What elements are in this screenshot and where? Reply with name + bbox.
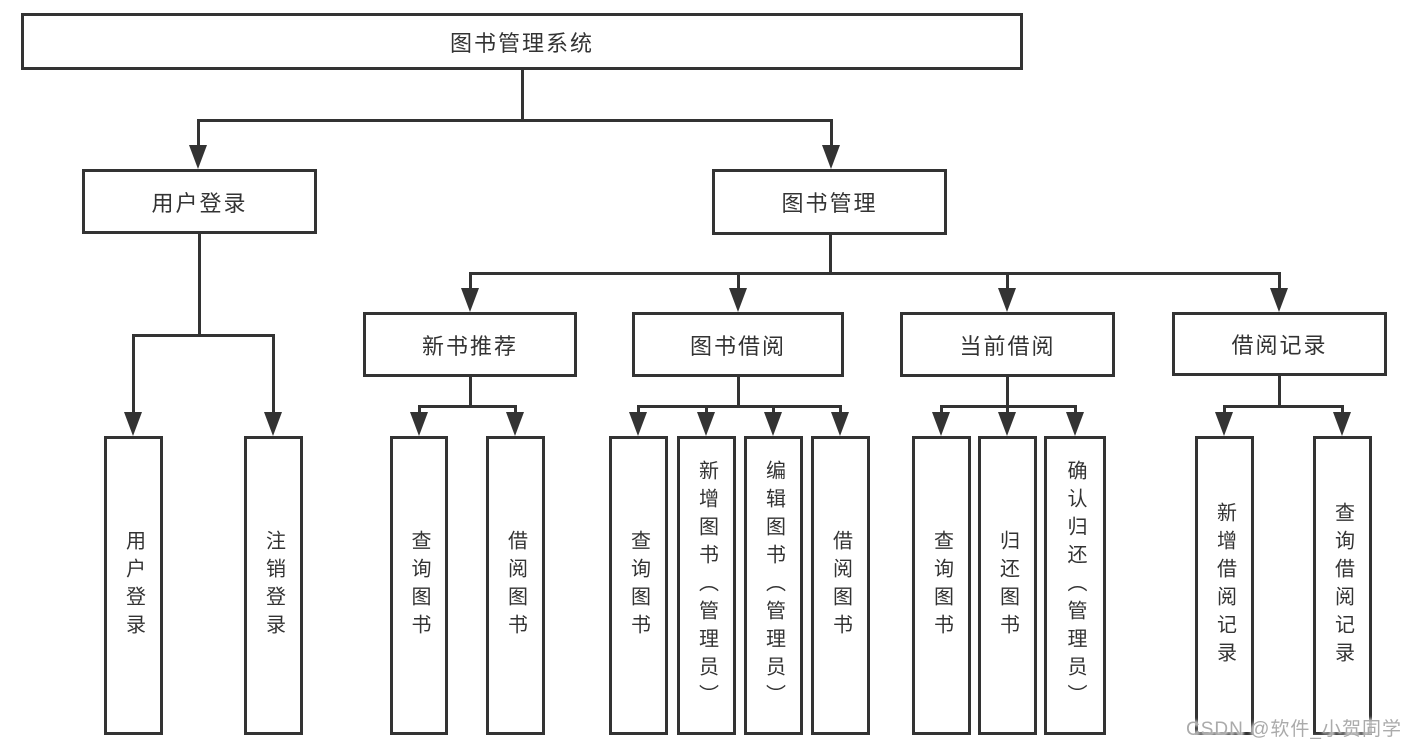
connector-bar [197, 119, 833, 122]
leaf-add-book-admin: 新增图书（管理员） [677, 436, 736, 735]
arrow-down-icon [831, 412, 849, 436]
leaf-edit-book-admin-label: 编辑图书（管理员） [762, 459, 785, 712]
leaf-borrow-books-recommend: 借阅图书 [486, 436, 545, 735]
connector-drop-line [418, 405, 421, 416]
leaf-query-books-recommend-label: 查询图书 [408, 529, 430, 642]
connector-drop-line [1006, 272, 1009, 292]
connector-bar [469, 272, 1281, 275]
leaf-query-books-recommend: 查询图书 [390, 436, 448, 735]
leaf-edit-book-admin: 编辑图书（管理员） [744, 436, 803, 735]
connector-stem [521, 69, 524, 122]
connector-drop-line [830, 119, 833, 149]
connector-stem [198, 234, 201, 337]
node-book-management: 图书管理 [712, 169, 947, 235]
connector-stem [829, 235, 832, 275]
leaf-confirm-return-admin-label: 确认归还（管理员） [1064, 459, 1086, 712]
connector-drop-line [197, 119, 200, 149]
arrow-down-icon [998, 288, 1016, 312]
connector-bar [637, 405, 842, 408]
arrow-down-icon [506, 412, 524, 436]
node-current-borrowing: 当前借阅 [900, 312, 1115, 377]
connector-drop-line [272, 334, 275, 416]
leaf-borrow-books-borrowing-label: 借阅图书 [829, 529, 852, 642]
connector-bar [418, 405, 517, 408]
leaf-add-book-admin-label: 新增图书（管理员） [695, 459, 718, 712]
arrow-down-icon [1215, 412, 1233, 436]
arrow-down-icon [729, 288, 747, 312]
connector-stem [1006, 377, 1009, 408]
arrow-down-icon [189, 145, 207, 169]
connector-bar [132, 334, 275, 337]
connector-drop-line [1006, 405, 1009, 416]
leaf-query-books-borrowing: 查询图书 [609, 436, 668, 735]
leaf-query-books-current-label: 查询图书 [930, 529, 953, 642]
connector-stem [469, 377, 472, 408]
arrow-down-icon [264, 412, 282, 436]
arrow-down-icon [998, 412, 1016, 436]
node-user-login: 用户登录 [82, 169, 317, 234]
node-book-borrowing: 图书借阅 [632, 312, 844, 377]
connector-drop-line [1074, 405, 1077, 416]
leaf-add-borrow-record: 新增借阅记录 [1195, 436, 1254, 735]
arrow-down-icon [822, 145, 840, 169]
connector-drop-line [514, 405, 517, 416]
leaf-user-login: 用户登录 [104, 436, 163, 735]
arrow-down-icon [410, 412, 428, 436]
leaf-logout: 注销登录 [244, 436, 303, 735]
connector-drop-line [705, 405, 708, 416]
connector-drop-line [737, 272, 740, 292]
leaf-query-borrow-record-label: 查询借阅记录 [1331, 501, 1354, 670]
node-new-book-recommend: 新书推荐 [363, 312, 577, 377]
connector-drop-line [1223, 405, 1226, 416]
connector-drop-line [940, 405, 943, 416]
connector-drop-line [637, 405, 640, 416]
node-borrowing-records: 借阅记录 [1172, 312, 1387, 376]
watermark: CSDN @软件_小贺同学 [1186, 719, 1402, 740]
arrow-down-icon [124, 412, 142, 436]
leaf-query-borrow-record: 查询借阅记录 [1313, 436, 1372, 735]
connector-bar [1223, 405, 1344, 408]
leaf-borrow-books-borrowing: 借阅图书 [811, 436, 870, 735]
connector-drop-line [772, 405, 775, 416]
node-library-management-system: 图书管理系统 [21, 13, 1023, 70]
leaf-logout-label: 注销登录 [262, 529, 285, 642]
leaf-query-books-current: 查询图书 [912, 436, 971, 735]
arrow-down-icon [932, 412, 950, 436]
connector-drop-line [1278, 272, 1281, 292]
arrow-down-icon [1333, 412, 1351, 436]
leaf-borrow-books-recommend-label: 借阅图书 [504, 529, 527, 642]
arrow-down-icon [1066, 412, 1084, 436]
arrow-down-icon [697, 412, 715, 436]
leaf-query-books-borrowing-label: 查询图书 [627, 529, 650, 642]
leaf-add-borrow-record-label: 新增借阅记录 [1213, 501, 1236, 670]
leaf-return-books-label: 归还图书 [996, 529, 1019, 642]
leaf-user-login-label: 用户登录 [122, 529, 145, 642]
connector-drop-line [469, 272, 472, 292]
leaf-confirm-return-admin: 确认归还（管理员） [1044, 436, 1106, 735]
leaf-return-books: 归还图书 [978, 436, 1037, 735]
arrow-down-icon [764, 412, 782, 436]
connector-drop-line [1341, 405, 1344, 416]
arrow-down-icon [629, 412, 647, 436]
arrow-down-icon [461, 288, 479, 312]
connector-stem [737, 377, 740, 408]
arrow-down-icon [1270, 288, 1288, 312]
connector-drop-line [839, 405, 842, 416]
connector-drop-line [132, 334, 135, 416]
connector-stem [1278, 376, 1281, 408]
